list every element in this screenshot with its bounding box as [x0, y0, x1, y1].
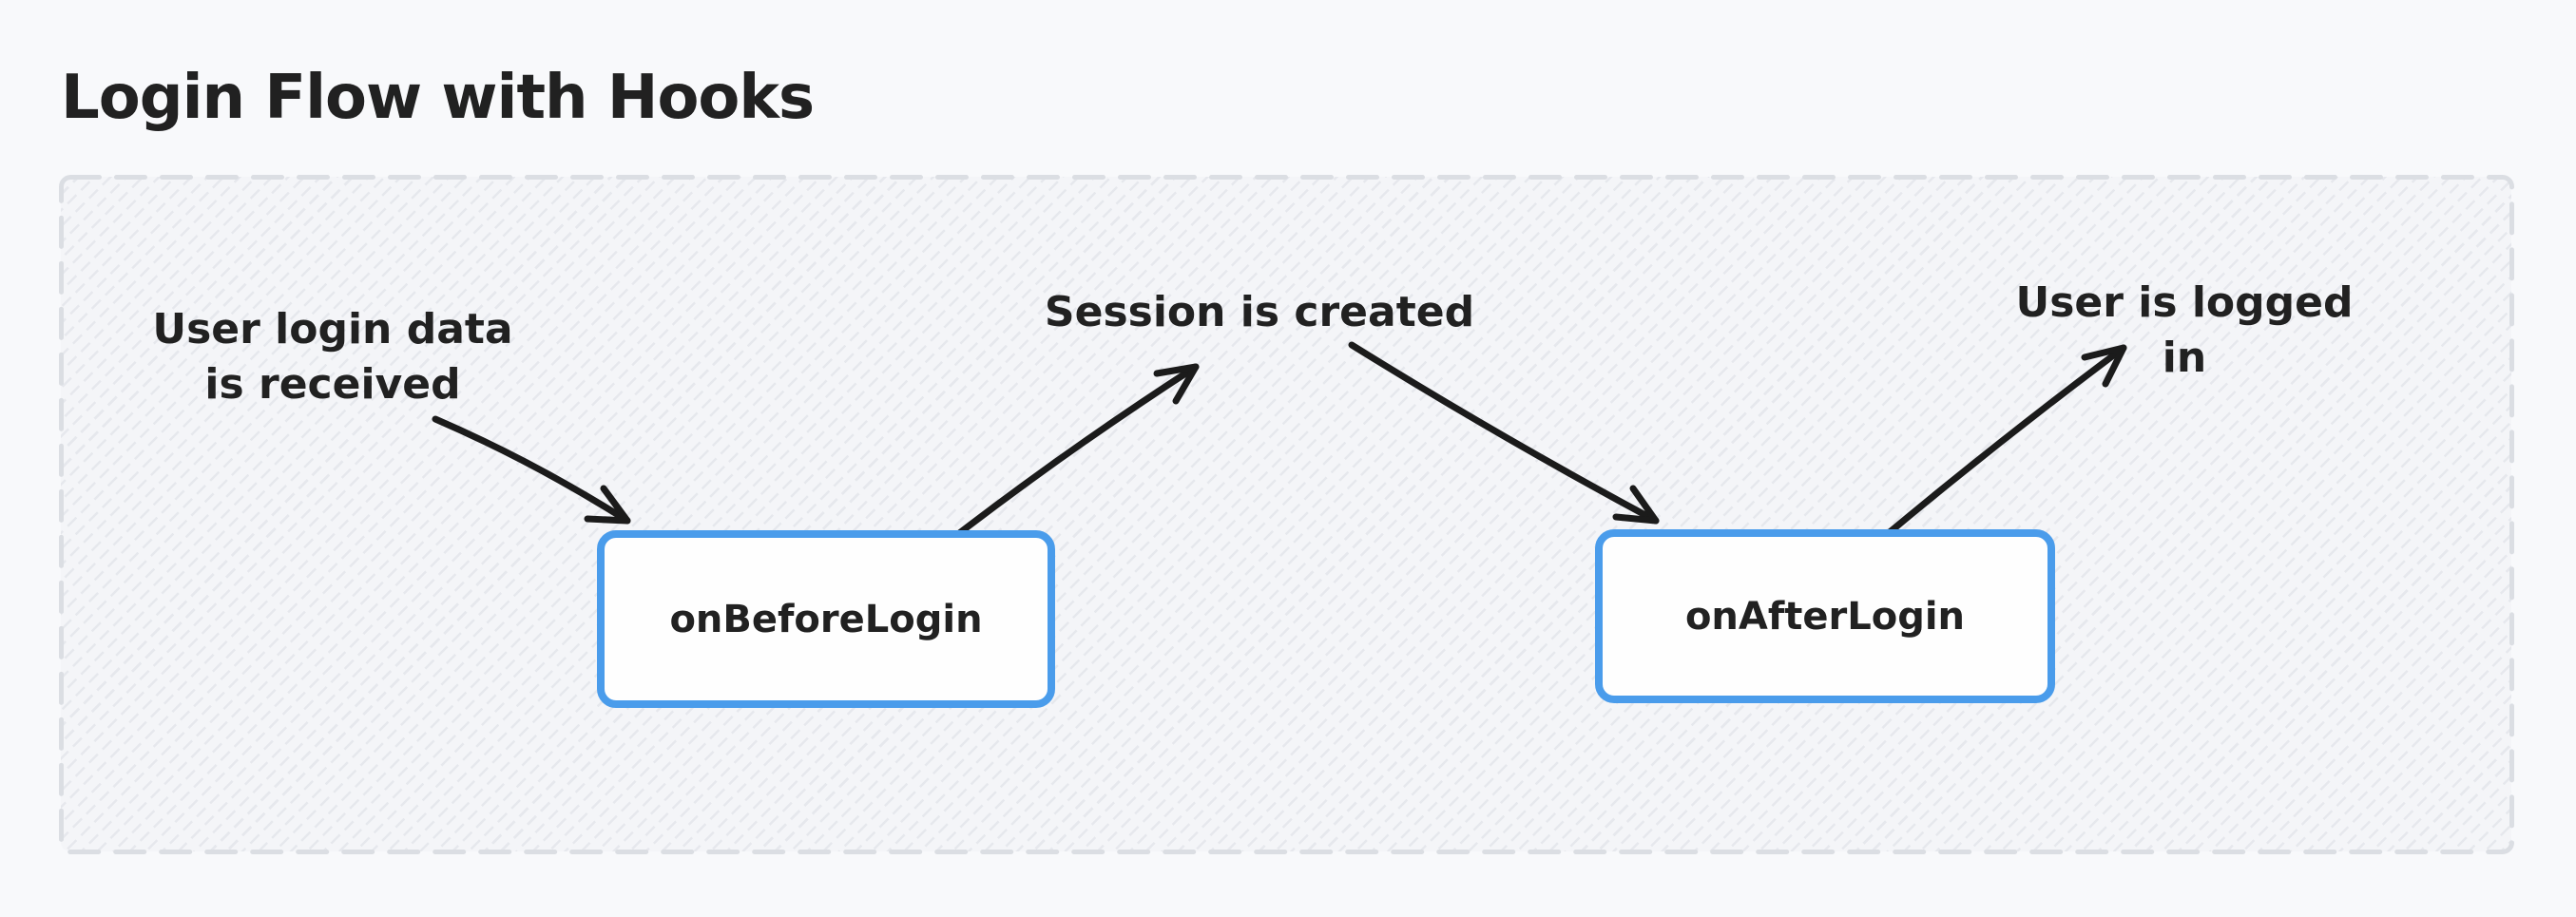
node-onafterlogin-label: onAfterLogin [1684, 594, 1966, 639]
node-onbeforelogin-label: onBeforeLogin [669, 597, 983, 641]
node-onafterlogin: onAfterLogin [1595, 529, 2055, 703]
annotation-session-created: Session is created [1044, 288, 1475, 336]
annotation-user-logged-in: User is logged in [2015, 278, 2354, 383]
node-onbeforelogin: onBeforeLogin [597, 530, 1055, 708]
annotation-user-login-data: User login data is received [152, 305, 513, 410]
diagram-title: Login Flow with Hooks [61, 63, 815, 133]
